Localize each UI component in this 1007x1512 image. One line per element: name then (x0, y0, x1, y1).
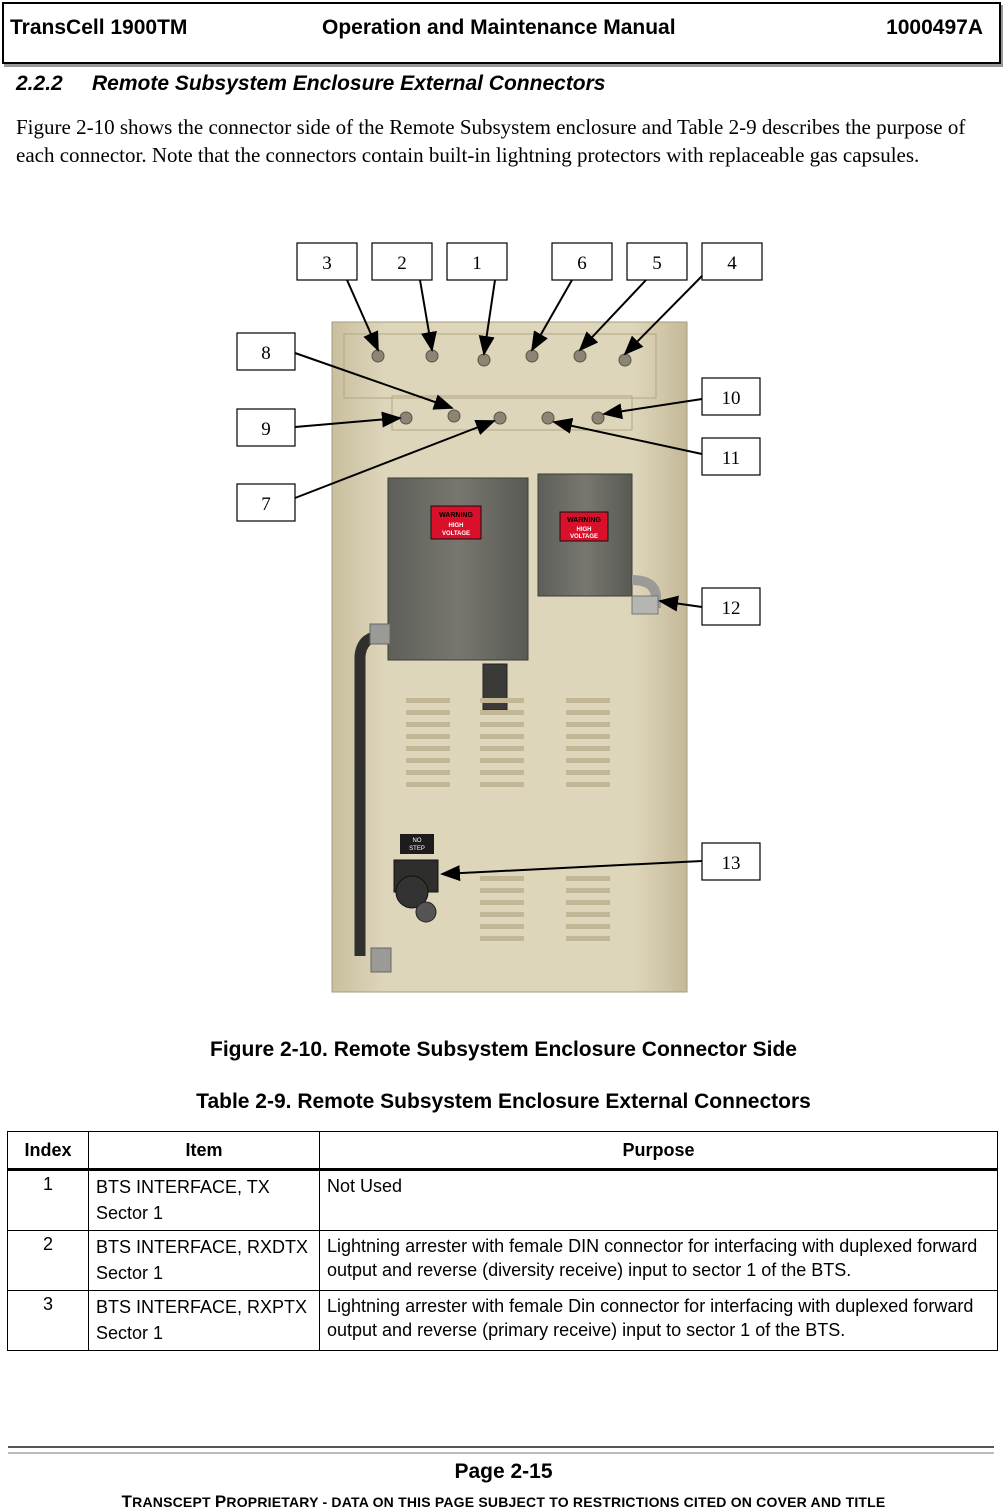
callout-5: 5 (652, 253, 662, 274)
item-sector: Sector 1 (96, 1323, 164, 1343)
warning-text-high: HIGH (449, 523, 464, 529)
row-item: BTS INTERFACE, TX Sector 1 (88, 1169, 320, 1231)
table-row: 1 BTS INTERFACE, TX Sector 1 Not Used (7, 1169, 998, 1231)
warning-text-2: WARNING (567, 517, 601, 524)
callout-11: 11 (722, 448, 740, 469)
callout-3: 3 (322, 253, 332, 274)
figure-caption: Figure 2-10. Remote Subsystem Enclosure … (210, 1038, 797, 1061)
leader-8 (294, 352, 454, 410)
row-purpose: Not Used (319, 1169, 998, 1231)
leader-1 (478, 279, 496, 356)
footer-divider (8, 1446, 994, 1454)
header-product: TransCell 1900TM (10, 16, 188, 39)
col-item: Item (88, 1131, 320, 1171)
callout-6: 6 (577, 253, 587, 274)
connector-5 (573, 349, 587, 363)
connector-11 (541, 411, 555, 425)
table-row: 3 BTS INTERFACE, RXPTX Sector 1 Lightnin… (7, 1290, 998, 1351)
callout-10: 10 (722, 388, 741, 409)
callout-12: 12 (722, 598, 741, 619)
item-sector: Sector 1 (96, 1203, 164, 1223)
row-index: 2 (7, 1230, 89, 1291)
prop-text-1: RANSCEPT (132, 1494, 215, 1510)
no-step-text: NO (413, 838, 422, 844)
row-purpose: Lightning arrester with female DIN conne… (319, 1230, 998, 1291)
col-index: Index (7, 1131, 89, 1171)
proprietary-notice: TRANSCEPT PROPRIETARY - DATA ON THIS PAG… (0, 1492, 1007, 1512)
enclosure-illustration: WARNING HIGH VOLTAGE WARNING HIGH VOLTAG… (236, 242, 763, 993)
callout-4: 4 (727, 253, 737, 274)
leader-2 (419, 279, 437, 352)
connector-3 (371, 349, 385, 363)
page-number: Page 2-15 (454, 1460, 553, 1483)
connector-10 (591, 411, 605, 425)
conduit-fitting-12 (631, 595, 659, 615)
leader-12 (658, 595, 703, 612)
callout-1: 1 (472, 253, 482, 274)
prop-cap-t: T (121, 1492, 133, 1511)
row-index: 1 (7, 1169, 89, 1231)
connectors-table: Index Item Purpose 1 BTS INTERFACE, TX S… (7, 1131, 998, 1351)
table-header-row: Index Item Purpose (7, 1131, 998, 1171)
item-sector: Sector 1 (96, 1263, 164, 1283)
warning-text-high-2: HIGH (577, 527, 592, 533)
connector-6 (525, 349, 539, 363)
header-doc-number: 1000497A (886, 16, 983, 39)
leader-6 (531, 279, 573, 352)
row-index: 3 (7, 1290, 89, 1351)
warning-text-voltage: VOLTAGE (442, 531, 470, 537)
table-caption: Table 2-9. Remote Subsystem Enclosure Ex… (196, 1090, 811, 1113)
intro-paragraph: Figure 2-10 shows the connector side of … (16, 115, 966, 167)
connector-9 (399, 411, 413, 425)
leader-9 (294, 411, 402, 428)
leader-11 (552, 417, 703, 455)
leader-5 (578, 279, 647, 352)
leader-10 (602, 398, 703, 420)
section-number: 2.2.2 (16, 72, 63, 95)
item-name: BTS INTERFACE, TX (96, 1177, 270, 1197)
high-voltage-box-left (387, 477, 529, 661)
section-title: Remote Subsystem Enclosure External Conn… (92, 72, 606, 95)
row-item: BTS INTERFACE, RXPTX Sector 1 (88, 1290, 320, 1351)
callout-2: 2 (397, 253, 407, 274)
col-purpose: Purpose (319, 1131, 998, 1171)
connector-8 (447, 409, 461, 423)
row-purpose: Lightning arrester with female Din conne… (319, 1290, 998, 1351)
row-item: BTS INTERFACE, RXDTX Sector 1 (88, 1230, 320, 1291)
leader-4 (623, 275, 703, 356)
connector-4 (618, 353, 632, 367)
page-header: TransCell 1900TM Operation and Maintenan… (2, 2, 1001, 64)
callout-13: 13 (722, 853, 741, 874)
connector-7 (493, 411, 507, 425)
connector-2 (425, 349, 439, 363)
figure-enclosure: WARNING HIGH VOLTAGE WARNING HIGH VOLTAG… (230, 236, 770, 998)
prop-text-2: ROPRIETARY - DATA ON THIS PAGE SUBJECT T… (226, 1494, 886, 1510)
section-heading: 2.2.2 Remote Subsystem Enclosure External… (16, 72, 606, 96)
warning-text-voltage-2: VOLTAGE (570, 534, 598, 540)
item-name: BTS INTERFACE, RXDTX (96, 1237, 309, 1257)
leader-3 (346, 279, 379, 352)
callout-8: 8 (261, 343, 271, 364)
table-row: 2 BTS INTERFACE, RXDTX Sector 1 Lightnin… (7, 1230, 998, 1291)
callout-7: 7 (261, 494, 271, 515)
header-manual-title: Operation and Maintenance Manual (322, 16, 676, 39)
no-step-text-2: STEP (409, 846, 425, 852)
callout-9: 9 (261, 419, 271, 440)
prop-cap-p: P (214, 1492, 227, 1511)
leader-7 (294, 420, 496, 499)
warning-text: WARNING (439, 512, 473, 519)
item-name: BTS INTERFACE, RXPTX (96, 1297, 308, 1317)
leader-13 (440, 860, 703, 882)
connector-1 (477, 353, 491, 367)
